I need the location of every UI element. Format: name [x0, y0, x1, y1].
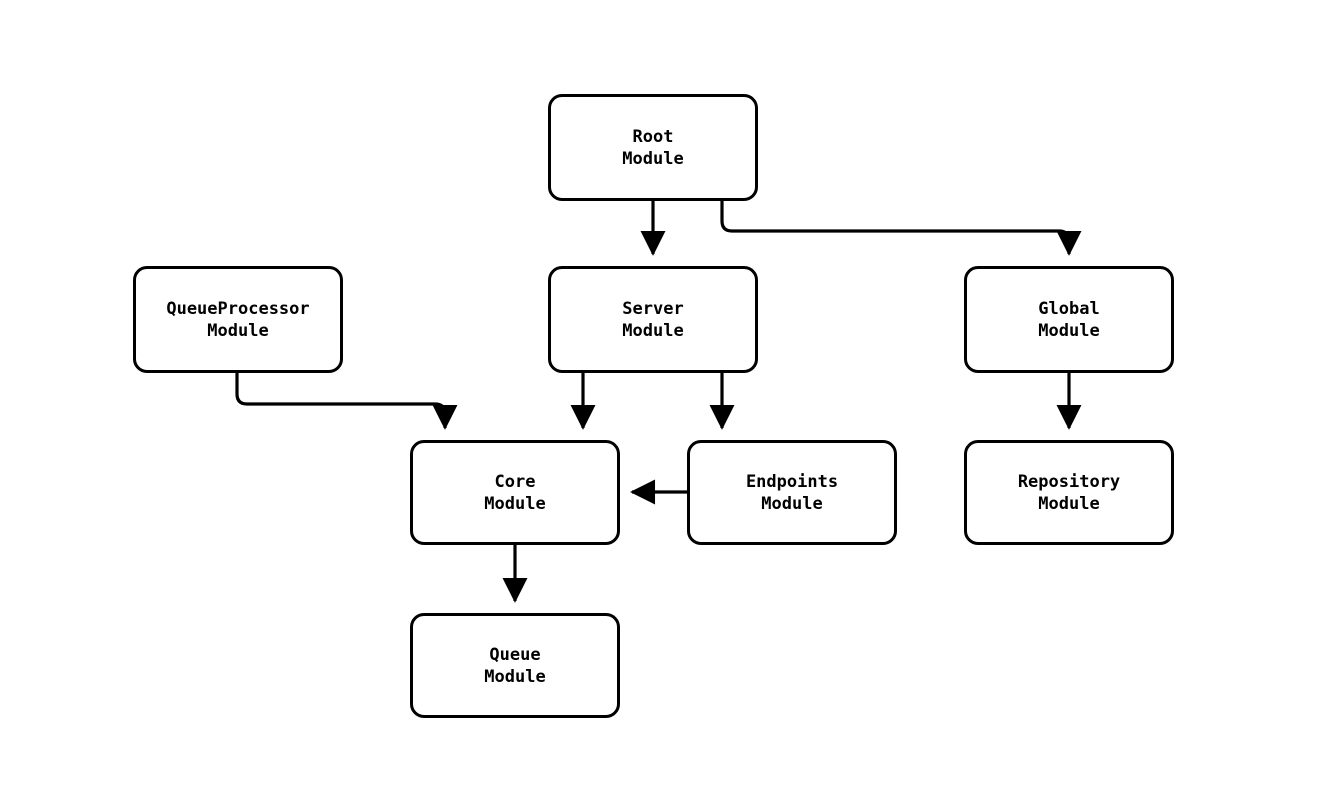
node-core-module[interactable]: Core Module: [410, 440, 620, 545]
node-label-endpoints-module: Endpoints Module: [745, 471, 839, 514]
node-label-core-module: Core Module: [484, 471, 546, 514]
node-label-root-module: Root Module: [622, 126, 684, 169]
edge-queueprocessor-core: [235, 373, 458, 430]
node-label-repository-module: Repository Module: [1017, 471, 1121, 514]
node-endpoints-module[interactable]: Endpoints Module: [687, 440, 897, 545]
edge-root-global: [720, 201, 1082, 256]
node-repository-module[interactable]: Repository Module: [964, 440, 1174, 545]
node-queue-module[interactable]: Queue Module: [410, 613, 620, 718]
node-root-module[interactable]: Root Module: [548, 94, 758, 201]
node-label-global-module: Global Module: [1038, 298, 1100, 341]
node-queueprocessor-module[interactable]: QueueProcessor Module: [133, 266, 343, 373]
node-label-server-module: Server Module: [622, 298, 684, 341]
node-server-module[interactable]: Server Module: [548, 266, 758, 373]
node-label-queue-module: Queue Module: [484, 644, 546, 687]
node-label-queueprocessor-module: QueueProcessor Module: [166, 298, 310, 341]
node-global-module[interactable]: Global Module: [964, 266, 1174, 373]
